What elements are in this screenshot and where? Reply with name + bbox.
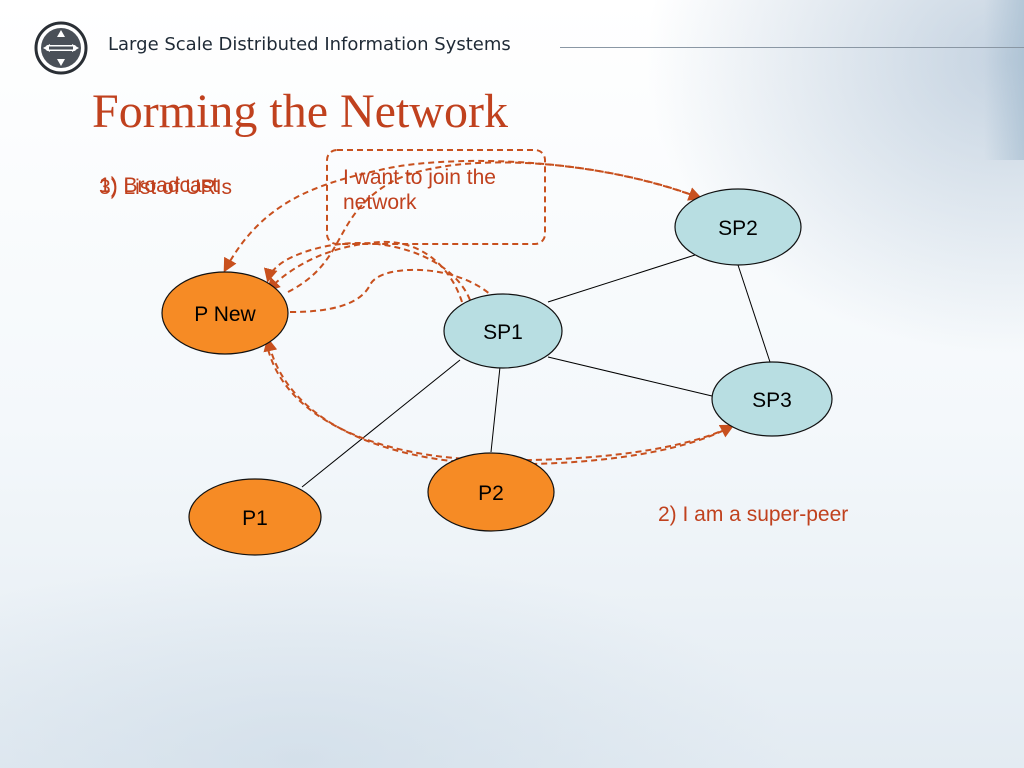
callout-box xyxy=(326,149,546,245)
node-p-new: P New xyxy=(161,271,289,355)
slide-title: Forming the Network xyxy=(92,85,508,138)
annotation-step3: 3) List of URIs xyxy=(99,176,233,199)
flow-sp2-to-pnew xyxy=(223,159,701,273)
link-sp1-sp3 xyxy=(547,356,713,397)
flow-pnew-to-sp1 xyxy=(289,268,504,313)
node-sp3: SP3 xyxy=(711,361,833,437)
link-sp2-sp3 xyxy=(737,264,771,363)
link-sp1-p2 xyxy=(490,366,501,453)
node-sp2-label: SP2 xyxy=(718,217,758,240)
annotation-step2: 2) I am a super-peer xyxy=(658,503,849,526)
header-title: Large Scale Distributed Information Syst… xyxy=(108,34,511,55)
link-sp1-p1 xyxy=(301,359,461,488)
node-p1-label: P1 xyxy=(242,507,268,530)
node-sp2: SP2 xyxy=(674,188,802,266)
node-sp3-label: SP3 xyxy=(752,389,792,412)
node-p-new-label: P New xyxy=(194,303,256,326)
node-p2: P2 xyxy=(427,452,555,532)
header-divider xyxy=(560,47,1024,48)
flow-sp1-to-pnew-b xyxy=(263,242,471,301)
corner-decoration xyxy=(984,0,1024,160)
logo-icon xyxy=(34,21,88,75)
link-sp1-sp2 xyxy=(547,254,696,303)
flow-sp3-to-pnew xyxy=(263,337,733,466)
callout-text: I want to join the network xyxy=(343,166,496,214)
flow-sp1-to-pnew-a xyxy=(266,240,463,303)
annotation-step1: 1) Broadcast xyxy=(99,174,219,197)
node-sp1-label: SP1 xyxy=(483,321,523,344)
node-p2-label: P2 xyxy=(478,482,504,505)
node-p1: P1 xyxy=(188,478,322,556)
node-sp1: SP1 xyxy=(443,293,563,369)
